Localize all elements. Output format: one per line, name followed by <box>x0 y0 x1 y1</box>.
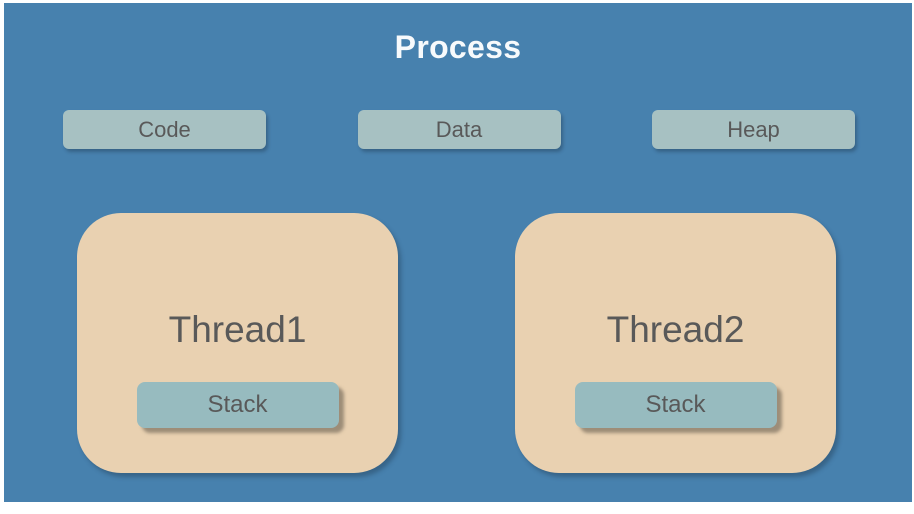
thread2-stack-box: Stack <box>574 382 777 428</box>
thread1-stack-box: Stack <box>136 382 339 428</box>
memory-sections-row: Code Data Heap <box>63 110 855 149</box>
section-label-code: Code <box>138 116 191 142</box>
process-diagram: Process Code Data Heap Thread1 Stack Thr… <box>4 3 912 502</box>
thread2-stack-label: Stack <box>645 391 706 418</box>
thread1-box: Thread1 Stack <box>77 213 398 473</box>
section-label-data: Data <box>435 116 483 142</box>
thread2-label: Thread2 <box>606 309 745 350</box>
section-box-code: Code <box>63 110 266 149</box>
section-label-heap: Heap <box>727 116 780 142</box>
section-box-data: Data <box>357 110 561 149</box>
thread1-stack-label: Stack <box>207 391 268 418</box>
thread1-label: Thread1 <box>168 309 307 350</box>
section-box-heap: Heap <box>652 110 855 149</box>
process-title: Process <box>394 29 522 65</box>
thread2-box: Thread2 Stack <box>515 213 836 473</box>
